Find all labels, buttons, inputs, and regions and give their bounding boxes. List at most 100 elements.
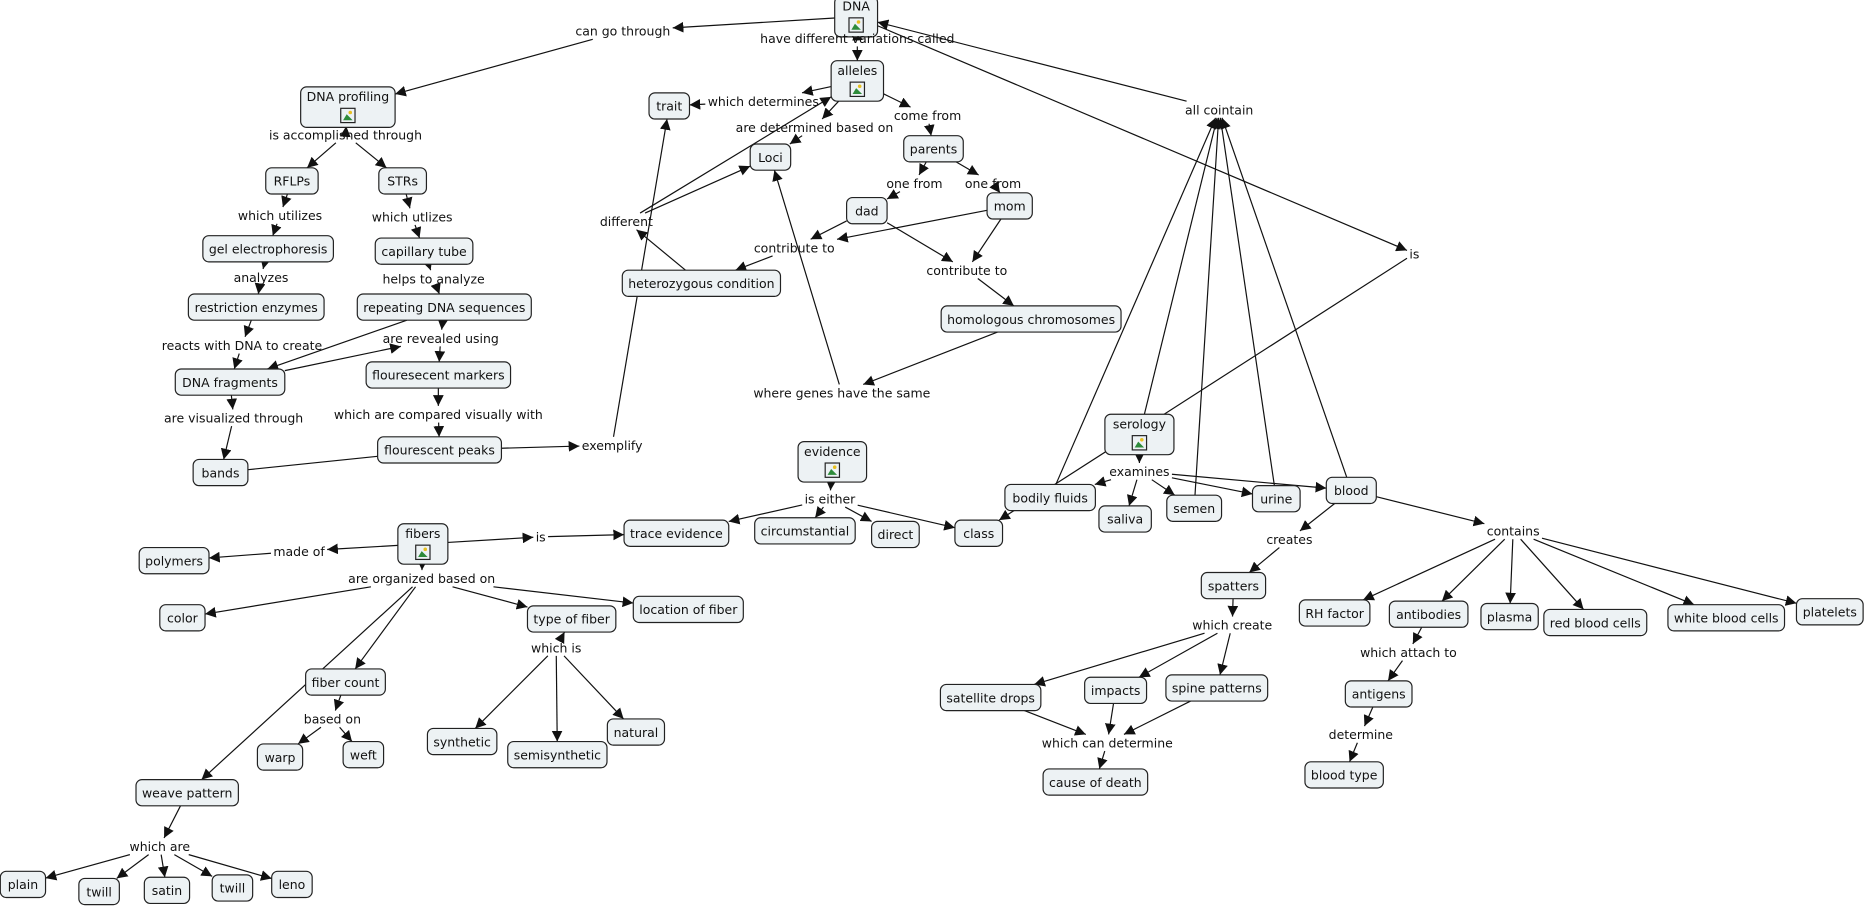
concept-loci[interactable]: Loci (749, 143, 792, 171)
concept-circumstantial[interactable]: circumstantial (754, 517, 856, 545)
concept-mom[interactable]: mom (986, 192, 1033, 220)
linking-phrase-is2[interactable]: is (536, 530, 546, 545)
linking-phrase-helps[interactable]: helps to analyze (382, 271, 485, 286)
linking-phrase-attach[interactable]: which attach to (1360, 645, 1457, 660)
linking-phrase-which_create[interactable]: which create (1192, 618, 1272, 633)
concept-twill2[interactable]: twill (211, 874, 254, 902)
linking-phrase-examines[interactable]: examines (1109, 464, 1169, 479)
linking-phrase-is_either[interactable]: is either (805, 491, 857, 506)
concept-bloodtype[interactable]: blood type (1304, 761, 1384, 789)
concept-repeating[interactable]: repeating DNA sequences (356, 293, 532, 321)
concept-antigens[interactable]: antigens (1344, 680, 1413, 708)
concept-markers[interactable]: flouresecent markers (365, 361, 512, 389)
concept-spatters[interactable]: spatters (1200, 571, 1267, 600)
linking-phrase-all_cointain[interactable]: all cointain (1185, 102, 1253, 117)
concept-wbc[interactable]: white blood cells (1667, 604, 1786, 632)
concept-polymers[interactable]: polymers (138, 546, 210, 575)
linking-phrase-made_of[interactable]: made of (273, 544, 325, 559)
linking-phrase-revealed[interactable]: are revealed using (383, 331, 499, 346)
concept-trait[interactable]: trait (648, 92, 691, 120)
concept-trace[interactable]: trace evidence (623, 519, 730, 547)
concept-rh[interactable]: RH factor (1298, 599, 1371, 627)
concept-urine[interactable]: urine (1251, 485, 1301, 513)
concept-evidence[interactable]: evidence (797, 441, 868, 483)
image-icon[interactable] (849, 81, 866, 98)
concept-spine[interactable]: spine patterns (1165, 674, 1269, 702)
linking-phrase-can_go[interactable]: can go through (575, 24, 670, 39)
concept-satellite[interactable]: satellite drops (939, 683, 1042, 712)
concept-plain[interactable]: plain (0, 870, 47, 899)
linking-phrase-which_is[interactable]: which is (531, 640, 581, 655)
concept-twill1[interactable]: twill (78, 877, 120, 906)
concept-strs[interactable]: STRs (378, 167, 428, 195)
concept-parents[interactable]: parents (903, 135, 964, 163)
linking-phrase-can_determine[interactable]: which can determine (1042, 736, 1173, 751)
image-icon[interactable] (824, 462, 841, 478)
linking-phrase-based_on[interactable]: based on (304, 712, 361, 727)
concept-blood[interactable]: blood (1325, 476, 1377, 505)
concept-location[interactable]: location of fiber (632, 595, 744, 624)
concept-dad[interactable]: dad (846, 196, 888, 225)
concept-weave[interactable]: weave pattern (135, 779, 239, 807)
linking-phrase-reacts[interactable]: reacts with DNA to create (162, 338, 323, 353)
linking-phrase-utilizes2[interactable]: which utlizes (372, 209, 453, 224)
linking-phrase-determine[interactable]: determine (1329, 727, 1394, 742)
concept-hetero[interactable]: heterozygous condition (621, 269, 782, 297)
concept-capillary[interactable]: capillary tube (374, 237, 474, 265)
linking-phrase-organized[interactable]: are organized based on (348, 571, 495, 586)
linking-phrase-utilizes1[interactable]: which utilizes (238, 208, 322, 223)
concept-saliva[interactable]: saliva (1098, 505, 1152, 533)
concept-synthetic[interactable]: synthetic (426, 727, 498, 756)
concept-fibercount[interactable]: fiber count (305, 668, 386, 696)
concept-direct[interactable]: direct (871, 520, 920, 549)
linking-phrase-creates[interactable]: creates (1266, 532, 1312, 547)
concept-class[interactable]: class (954, 519, 1004, 547)
concept-restriction[interactable]: restriction enzymes (187, 293, 325, 321)
linking-phrase-contains[interactable]: contains (1487, 524, 1540, 539)
linking-phrase-contribute1[interactable]: contribute to (754, 240, 835, 255)
concept-plasma[interactable]: plasma (1480, 602, 1539, 631)
concept-platelets[interactable]: platelets (1795, 598, 1864, 626)
linking-phrase-visualized[interactable]: are visualized through (164, 411, 303, 426)
image-icon[interactable] (340, 107, 356, 124)
linking-phrase-compared[interactable]: which are compared visually with (334, 407, 543, 422)
linking-phrase-determines[interactable]: which determines (708, 94, 819, 109)
concept-serology[interactable]: serology (1104, 413, 1175, 456)
concept-warp[interactable]: warp (256, 743, 304, 771)
concept-typefiber[interactable]: type of fiber (526, 605, 617, 633)
concept-leno[interactable]: leno (271, 870, 313, 899)
image-icon[interactable] (848, 17, 864, 33)
linking-phrase-accomplished[interactable]: is accomplished through (269, 127, 422, 142)
concept-homologous[interactable]: homologous chromosomes (940, 305, 1122, 333)
linking-phrase-which_are[interactable]: which are (130, 839, 191, 854)
concept-dna[interactable]: DNA (834, 0, 879, 38)
concept-gel[interactable]: gel electrophoresis (202, 235, 334, 263)
concept-rbc[interactable]: red blood cells (1543, 608, 1648, 637)
linking-phrase-one_from1[interactable]: one from (886, 176, 942, 191)
concept-fibers[interactable]: fibers (397, 523, 449, 565)
concept-semen[interactable]: semen (1166, 494, 1223, 522)
linking-phrase-exemplify[interactable]: exemplify (582, 438, 643, 453)
concept-natural[interactable]: natural (606, 718, 666, 746)
linking-phrase-have_diff[interactable]: have different variations called (760, 31, 954, 46)
linking-phrase-determined[interactable]: are determined based on (736, 120, 894, 135)
concept-dna_profiling[interactable]: DNA profiling (300, 86, 396, 128)
concept-bands[interactable]: bands (192, 458, 249, 487)
concept-alleles[interactable]: alleles (830, 60, 885, 102)
concept-bodily[interactable]: bodily fluids (1004, 483, 1096, 512)
linking-phrase-analyzes[interactable]: analyzes (234, 270, 289, 285)
linking-phrase-where_genes[interactable]: where genes have the same (753, 386, 930, 401)
concept-satin[interactable]: satin (143, 876, 191, 905)
image-icon[interactable] (1131, 435, 1148, 451)
concept-impacts[interactable]: impacts (1084, 676, 1148, 705)
concept-rflps[interactable]: RFLPs (265, 167, 319, 195)
image-icon[interactable] (415, 544, 431, 561)
concept-antibodies[interactable]: antibodies (1388, 600, 1469, 628)
concept-semisynthetic[interactable]: semisynthetic (507, 740, 608, 769)
linking-phrase-come_from[interactable]: come from (894, 108, 961, 123)
concept-weft[interactable]: weft (342, 740, 385, 769)
concept-color[interactable]: color (159, 604, 206, 632)
concept-fragments[interactable]: DNA fragments (174, 368, 286, 396)
linking-phrase-one_from2[interactable]: one from (965, 176, 1021, 191)
linking-phrase-contribute2[interactable]: contribute to (926, 263, 1007, 278)
